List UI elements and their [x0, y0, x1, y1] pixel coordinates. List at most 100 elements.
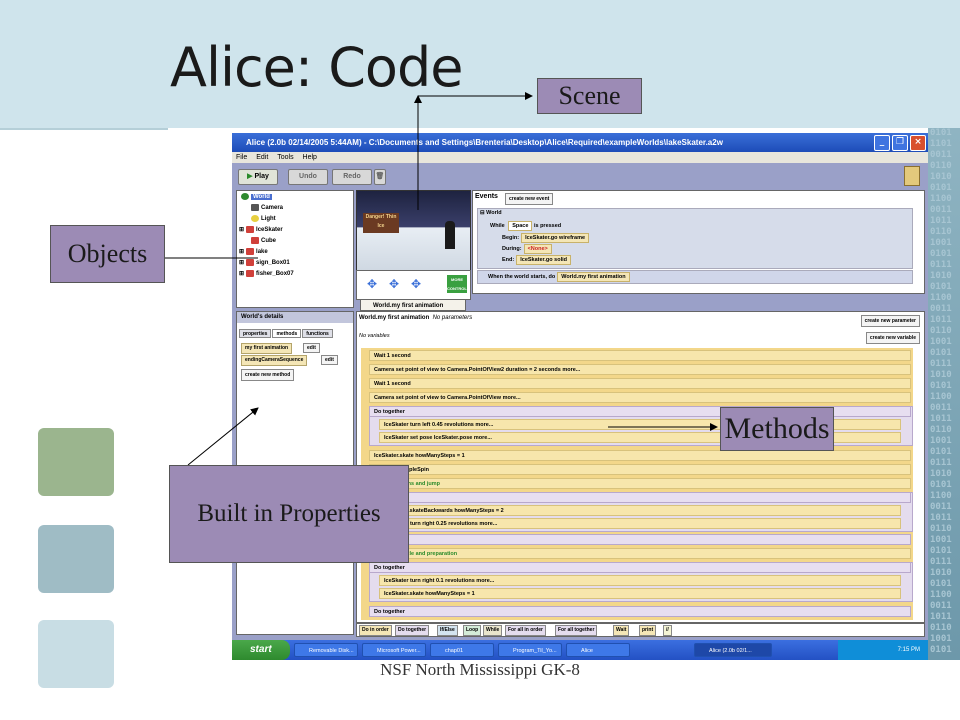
tree-item-cube[interactable]: Cube — [251, 237, 276, 246]
for-all-together-tile[interactable]: For all together — [555, 625, 598, 636]
task-removable-disk[interactable]: Removable Disk... — [294, 643, 358, 657]
tree-item-light[interactable]: Light — [251, 215, 276, 224]
maximize-button[interactable]: ❐ — [892, 135, 908, 151]
scene-view[interactable]: Danger! Thin Ice — [356, 190, 471, 272]
for-all-in-order-tile[interactable]: For all in order — [505, 625, 547, 636]
menu-file[interactable]: File — [236, 154, 248, 161]
no-params-label: No parameters — [432, 315, 473, 321]
code-statement[interactable]: Wait 1 second — [369, 350, 911, 361]
task-program[interactable]: Program_Til_Yo... — [498, 643, 562, 657]
during-value[interactable]: <None> — [523, 244, 552, 254]
more-controls-button[interactable]: MORE CONTROLS — [447, 275, 470, 293]
task-chap01[interactable]: chap01 — [430, 643, 494, 657]
key-select[interactable]: Space — [508, 221, 533, 231]
scene-sign: Danger! Thin Ice — [363, 213, 399, 233]
control-bar: Do in order Do together If/Else Loop Whi… — [356, 623, 925, 637]
start-button[interactable]: start — [232, 640, 290, 660]
editor-tab[interactable]: World.my first animation — [360, 299, 466, 311]
method-ending-camera-sequence[interactable]: endingCameraSequence — [241, 355, 308, 366]
object-icon — [246, 259, 255, 266]
if-else-tile[interactable]: If/Else — [437, 625, 458, 636]
tab-properties[interactable]: properties — [239, 329, 272, 338]
menu-tools[interactable]: Tools — [277, 154, 294, 161]
trash-icon[interactable] — [904, 166, 920, 186]
do-together-header[interactable]: Do together — [369, 562, 911, 573]
edit-button[interactable]: edit — [303, 343, 320, 353]
create-new-variable-button[interactable]: create new variable — [865, 332, 920, 344]
start-method-value[interactable]: World.my first animation — [557, 272, 630, 282]
do-in-order-tile[interactable]: Do in order — [359, 625, 392, 636]
undo-label: Undo — [299, 173, 317, 180]
do-together-header[interactable]: Do together — [369, 406, 911, 417]
do-together-header[interactable]: Do together — [369, 606, 911, 617]
create-new-parameter-button[interactable]: create new parameter — [860, 315, 920, 327]
binary-decoration: 0101 1101 0011 0110 1010 0101 1100 0011 … — [928, 128, 960, 660]
tab-methods[interactable]: methods — [272, 329, 302, 338]
code-statement[interactable]: Camera set point of view to Camera.Point… — [369, 392, 911, 403]
code-statement[interactable]: IceSkater.skateBackwards howManySteps = … — [379, 505, 901, 516]
code-statement[interactable]: IceSkater turn right 0.1 revolutions mor… — [379, 575, 901, 586]
code-statement[interactable]: IceSkater.circle and preparation — [369, 548, 911, 559]
end-value[interactable]: IceSkater.go solid — [516, 255, 572, 265]
menu-edit[interactable]: Edit — [256, 154, 269, 161]
object-icon — [246, 226, 255, 233]
code-statement[interactable]: IceSkater.simpleSpin — [369, 464, 911, 475]
close-button[interactable]: × — [910, 135, 926, 151]
print-tile[interactable]: print — [639, 625, 657, 636]
do-together-tile[interactable]: Do together — [395, 625, 430, 636]
begin-value[interactable]: IceSkater.go wireframe — [521, 233, 590, 243]
windows-taskbar: start Removable Disk... Microsoft Power.… — [232, 640, 928, 660]
object-icon — [246, 270, 255, 277]
tree-item-lake[interactable]: ⊞lake — [239, 248, 268, 256]
clock: 7:15 PM — [897, 647, 920, 653]
task-alice-folder[interactable]: Alice — [566, 643, 630, 657]
system-tray: 7:15 PM — [838, 640, 928, 660]
tab-functions[interactable]: functions — [302, 329, 333, 338]
minimize-button[interactable]: _ — [874, 135, 890, 151]
task-alice-app[interactable]: Alice (2.0b 02/1... — [694, 643, 772, 657]
while-tile[interactable]: While — [483, 625, 503, 636]
undo-button[interactable]: Undo — [288, 169, 328, 185]
object-icon — [251, 237, 259, 244]
camera-move-arrows-icon[interactable]: ✥ — [366, 277, 378, 291]
play-button[interactable]: ▶ Play — [238, 169, 278, 185]
method-name: World.my first animation — [359, 315, 430, 321]
globe-icon — [241, 193, 249, 200]
edit-button[interactable]: edit — [321, 355, 338, 365]
create-new-event-button[interactable]: create new event — [505, 193, 554, 205]
create-new-method-button[interactable]: create new method — [241, 369, 295, 381]
tree-item-world[interactable]: World — [241, 193, 272, 202]
method-my-first-animation[interactable]: my first animation — [241, 343, 293, 354]
camera-tilt-arrows-icon[interactable]: ✥ — [410, 277, 422, 291]
code-statement[interactable]: IceSkater.spins and jump — [369, 478, 911, 489]
code-statement[interactable]: IceSkater.skate howManySteps = 1 — [369, 450, 911, 461]
trash-small-icon[interactable]: 🗑 — [374, 169, 386, 185]
while-label: While — [490, 223, 505, 229]
tree-item-sign[interactable]: ⊞sign_Box01 — [239, 259, 290, 267]
editor-tab-label: World.my first animation — [373, 303, 444, 309]
code-statement[interactable]: Camera set point of view to Camera.Point… — [369, 364, 911, 375]
code-statement[interactable]: IceSkater set pose IceSkater.pose more..… — [379, 432, 901, 443]
code-statement[interactable]: IceSkater turn right 0.25 revolutions mo… — [379, 518, 901, 529]
wait-tile[interactable]: Wait — [613, 625, 630, 636]
object-icon — [246, 248, 255, 255]
task-powerpoint[interactable]: Microsoft Power... — [362, 643, 426, 657]
do-together-header[interactable]: Do together — [369, 534, 911, 545]
menu-help[interactable]: Help — [302, 154, 317, 161]
no-vars-label: No variables — [359, 333, 390, 339]
camera-pan-arrows-icon[interactable]: ✥ — [388, 277, 400, 291]
world-event-block: ⊟ World While Space is pressed Begin:Ice… — [477, 208, 913, 269]
tree-item-iceskater[interactable]: ⊞IceSkater — [239, 226, 283, 234]
tree-item-fisher[interactable]: ⊞fisher_Box07 — [239, 270, 294, 278]
do-together-header[interactable]: Do together — [369, 492, 911, 503]
comment-tile[interactable]: // — [663, 625, 672, 636]
code-statement[interactable]: IceSkater turn left 0.45 revolutions mor… — [379, 419, 901, 430]
loop-tile[interactable]: Loop — [463, 625, 482, 636]
code-area[interactable]: Wait 1 second Camera set point of view t… — [361, 348, 913, 620]
event-while-line: While Space is pressed — [490, 221, 561, 231]
code-statement[interactable]: IceSkater.skate howManySteps = 1 — [379, 588, 901, 599]
redo-button[interactable]: Redo — [332, 169, 372, 185]
code-statement[interactable]: Wait 1 second — [369, 378, 911, 389]
tree-item-camera[interactable]: Camera — [251, 204, 283, 213]
